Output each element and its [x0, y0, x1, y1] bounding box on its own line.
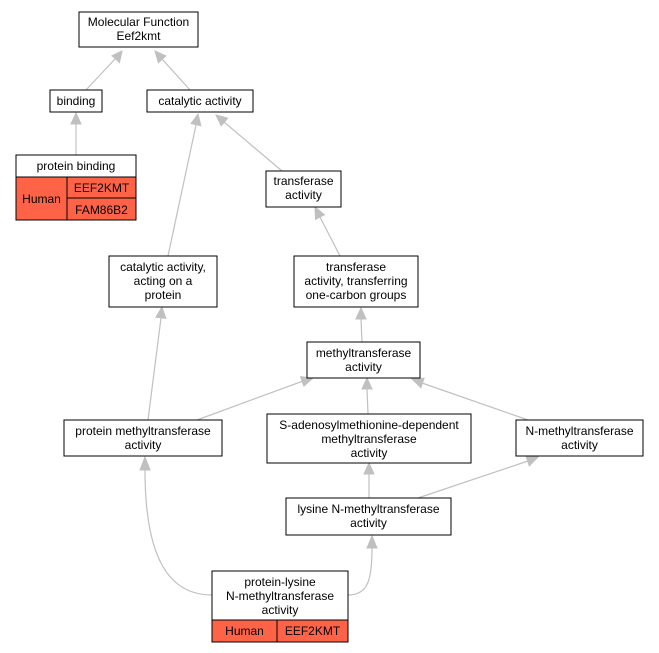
- node-label-line: binding: [57, 94, 96, 108]
- node-label-line: methyltransferase: [316, 346, 412, 360]
- gene-label: FAM86B2: [75, 203, 128, 217]
- edge-catalytic-protein-to-catalytic: [167, 112, 202, 257]
- node-label-line: activity: [345, 360, 382, 374]
- node-label-line: activity: [285, 188, 322, 202]
- edge-n-methyltransferase-to-methyltransferase: [410, 377, 529, 421]
- node-label-line: S-adenosylmethionine-dependent: [279, 418, 459, 432]
- node-label-line: transferase: [273, 174, 333, 188]
- node-methyltransferase-activity[interactable]: methyltransferase activity: [306, 341, 421, 379]
- node-label-line: catalytic activity: [158, 94, 241, 108]
- gene-cell[interactable]: [276, 619, 349, 643]
- node-transferase-one-carbon[interactable]: transferase activity, transferring one-c…: [293, 255, 419, 308]
- edge-protein-lysine-to-protein-methyltransferase: [139, 455, 213, 596]
- node-label-line: protein methyltransferase: [75, 424, 211, 438]
- node-label-line: methyltransferase: [321, 432, 417, 446]
- edge-protein-binding-to-binding: [70, 111, 82, 155]
- node-label-line: lysine N-methyltransferase: [297, 502, 439, 516]
- node-label-line: transferase: [326, 260, 386, 274]
- node-protein-methyltransferase[interactable]: protein methyltransferase activity: [63, 419, 223, 457]
- node-label-line: activity: [350, 516, 387, 530]
- edge-one-carbon-to-transferase: [314, 205, 341, 257]
- node-lysine-n-methyltransferase[interactable]: lysine N-methyltransferase activity: [285, 497, 452, 536]
- node-label-line: Molecular Function: [88, 15, 189, 29]
- node-molecular-function-root[interactable]: Molecular Function Eef2kmt: [78, 11, 199, 48]
- node-protein-binding[interactable]: protein binding Human EEF2KMT FAM86B2: [15, 154, 137, 221]
- node-label-line: protein-lysine: [244, 575, 316, 589]
- species-label: Human: [22, 192, 61, 206]
- node-label-line: activity: [351, 446, 388, 460]
- node-label-line: one-carbon groups: [306, 288, 407, 302]
- node-label-line: activity, transferring: [304, 274, 407, 288]
- node-label-line: N-methyltransferase: [525, 424, 633, 438]
- edge-lysine-to-n-methyltransferase: [417, 455, 540, 499]
- edge-lysine-to-sam: [363, 461, 375, 498]
- node-sam-dependent-methyltransferase[interactable]: S-adenosylmethionine-dependent methyltra…: [266, 413, 472, 464]
- edge-protein-methyltransferase-to-catalytic-protein: [147, 305, 167, 421]
- node-transferase-activity[interactable]: transferase activity: [265, 170, 342, 208]
- species-label: Human: [225, 624, 264, 638]
- node-label-line: N-methyltransferase: [226, 589, 334, 603]
- edge-transferase-to-catalytic: [215, 114, 283, 172]
- node-label-line: protein: [145, 288, 182, 302]
- edge-catalytic-to-molecular-function: [154, 50, 191, 91]
- node-label-line: protein binding: [37, 159, 116, 173]
- node-catalytic-activity-on-protein[interactable]: catalytic activity, acting on a protein: [108, 255, 218, 308]
- edge-protein-lysine-to-lysine: [347, 534, 378, 596]
- edge-binding-to-molecular-function: [85, 50, 123, 91]
- node-label-line: Eef2kmt: [116, 29, 161, 43]
- node-label-line: activity: [561, 438, 598, 452]
- node-binding[interactable]: binding: [49, 89, 103, 113]
- node-protein-lysine-n-methyltransferase[interactable]: protein-lysine N-methyltransferase activ…: [211, 570, 349, 643]
- gene-label: EEF2KMT: [74, 181, 130, 195]
- gene-cell[interactable]: [66, 197, 137, 221]
- node-catalytic-activity[interactable]: catalytic activity: [146, 89, 254, 113]
- edges: [70, 50, 540, 596]
- node-n-methyltransferase[interactable]: N-methyltransferase activity: [515, 419, 644, 457]
- gene-label: EEF2KMT: [285, 624, 341, 638]
- species-cell: [15, 176, 68, 221]
- edge-sam-to-methyltransferase: [361, 376, 373, 415]
- node-label-line: acting on a: [134, 274, 193, 288]
- node-label-line: catalytic activity,: [120, 260, 206, 274]
- edge-methyltransferase-to-one-carbon: [355, 306, 367, 343]
- node-label-line: activity: [262, 603, 299, 617]
- node-label-line: activity: [125, 438, 162, 452]
